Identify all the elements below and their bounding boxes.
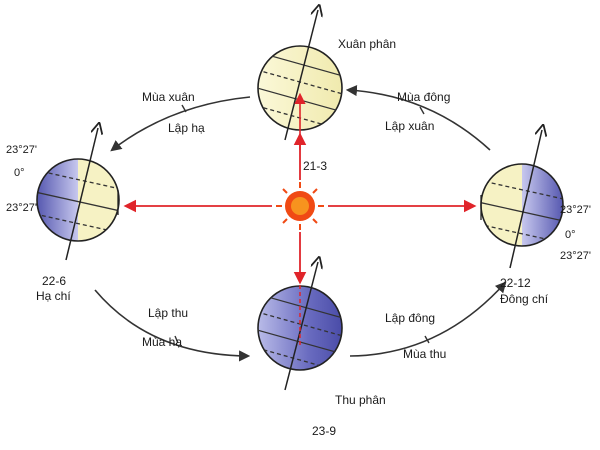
earth-autumn-equinox xyxy=(257,262,343,391)
label-lat-left-bot: 23°27' xyxy=(6,202,37,214)
label-date-21-3: 21-3 xyxy=(303,159,327,173)
label-mua-dong: Mùa đông xyxy=(397,90,450,104)
label-mua-xuan: Mùa xuân xyxy=(142,90,195,104)
orbit-arc-bottom-right xyxy=(349,281,507,357)
label-lat-left-mid: 0° xyxy=(14,167,25,179)
label-date-23-9: 23-9 xyxy=(312,424,336,438)
sun-icon xyxy=(276,182,324,230)
label-lap-xuan: Lập xuân xyxy=(385,119,434,133)
label-lap-thu: Lập thu xyxy=(148,306,188,320)
label-thu-phan: Thu phân xyxy=(335,393,386,407)
earth-spring-equinox xyxy=(257,10,343,150)
label-mua-ha: Mùa hạ xyxy=(142,335,182,349)
earth-summer-solstice xyxy=(36,128,120,261)
orbit-tick xyxy=(174,335,179,344)
label-date-22-6: 22-6 xyxy=(42,274,66,288)
label-lat-right-bot: 23°27' xyxy=(560,250,591,262)
earth-winter-solstice xyxy=(480,130,564,269)
label-lap-dong: Lập đông xyxy=(385,311,435,325)
orbit-arc-top-right xyxy=(345,84,491,151)
label-xuan-phan: Xuân phân xyxy=(338,37,396,51)
label-ha-chi: Hạ chí xyxy=(36,289,71,303)
orbit-tick xyxy=(424,335,430,344)
label-lat-right-top: 23°27' xyxy=(560,204,591,216)
label-mua-thu: Mùa thu xyxy=(403,347,446,361)
label-dong-chi: Đông chí xyxy=(500,292,549,306)
orbit-arc-top-left xyxy=(110,96,251,152)
label-lap-ha: Lập hạ xyxy=(168,121,205,135)
orbit-arc-bottom-left xyxy=(94,289,251,362)
label-lat-left-top: 23°27' xyxy=(6,144,37,156)
label-lat-right-mid: 0° xyxy=(565,229,576,241)
label-date-22-12: 22-12 xyxy=(500,276,531,290)
orbit-tick xyxy=(419,106,425,115)
orbit-tick xyxy=(181,104,187,113)
